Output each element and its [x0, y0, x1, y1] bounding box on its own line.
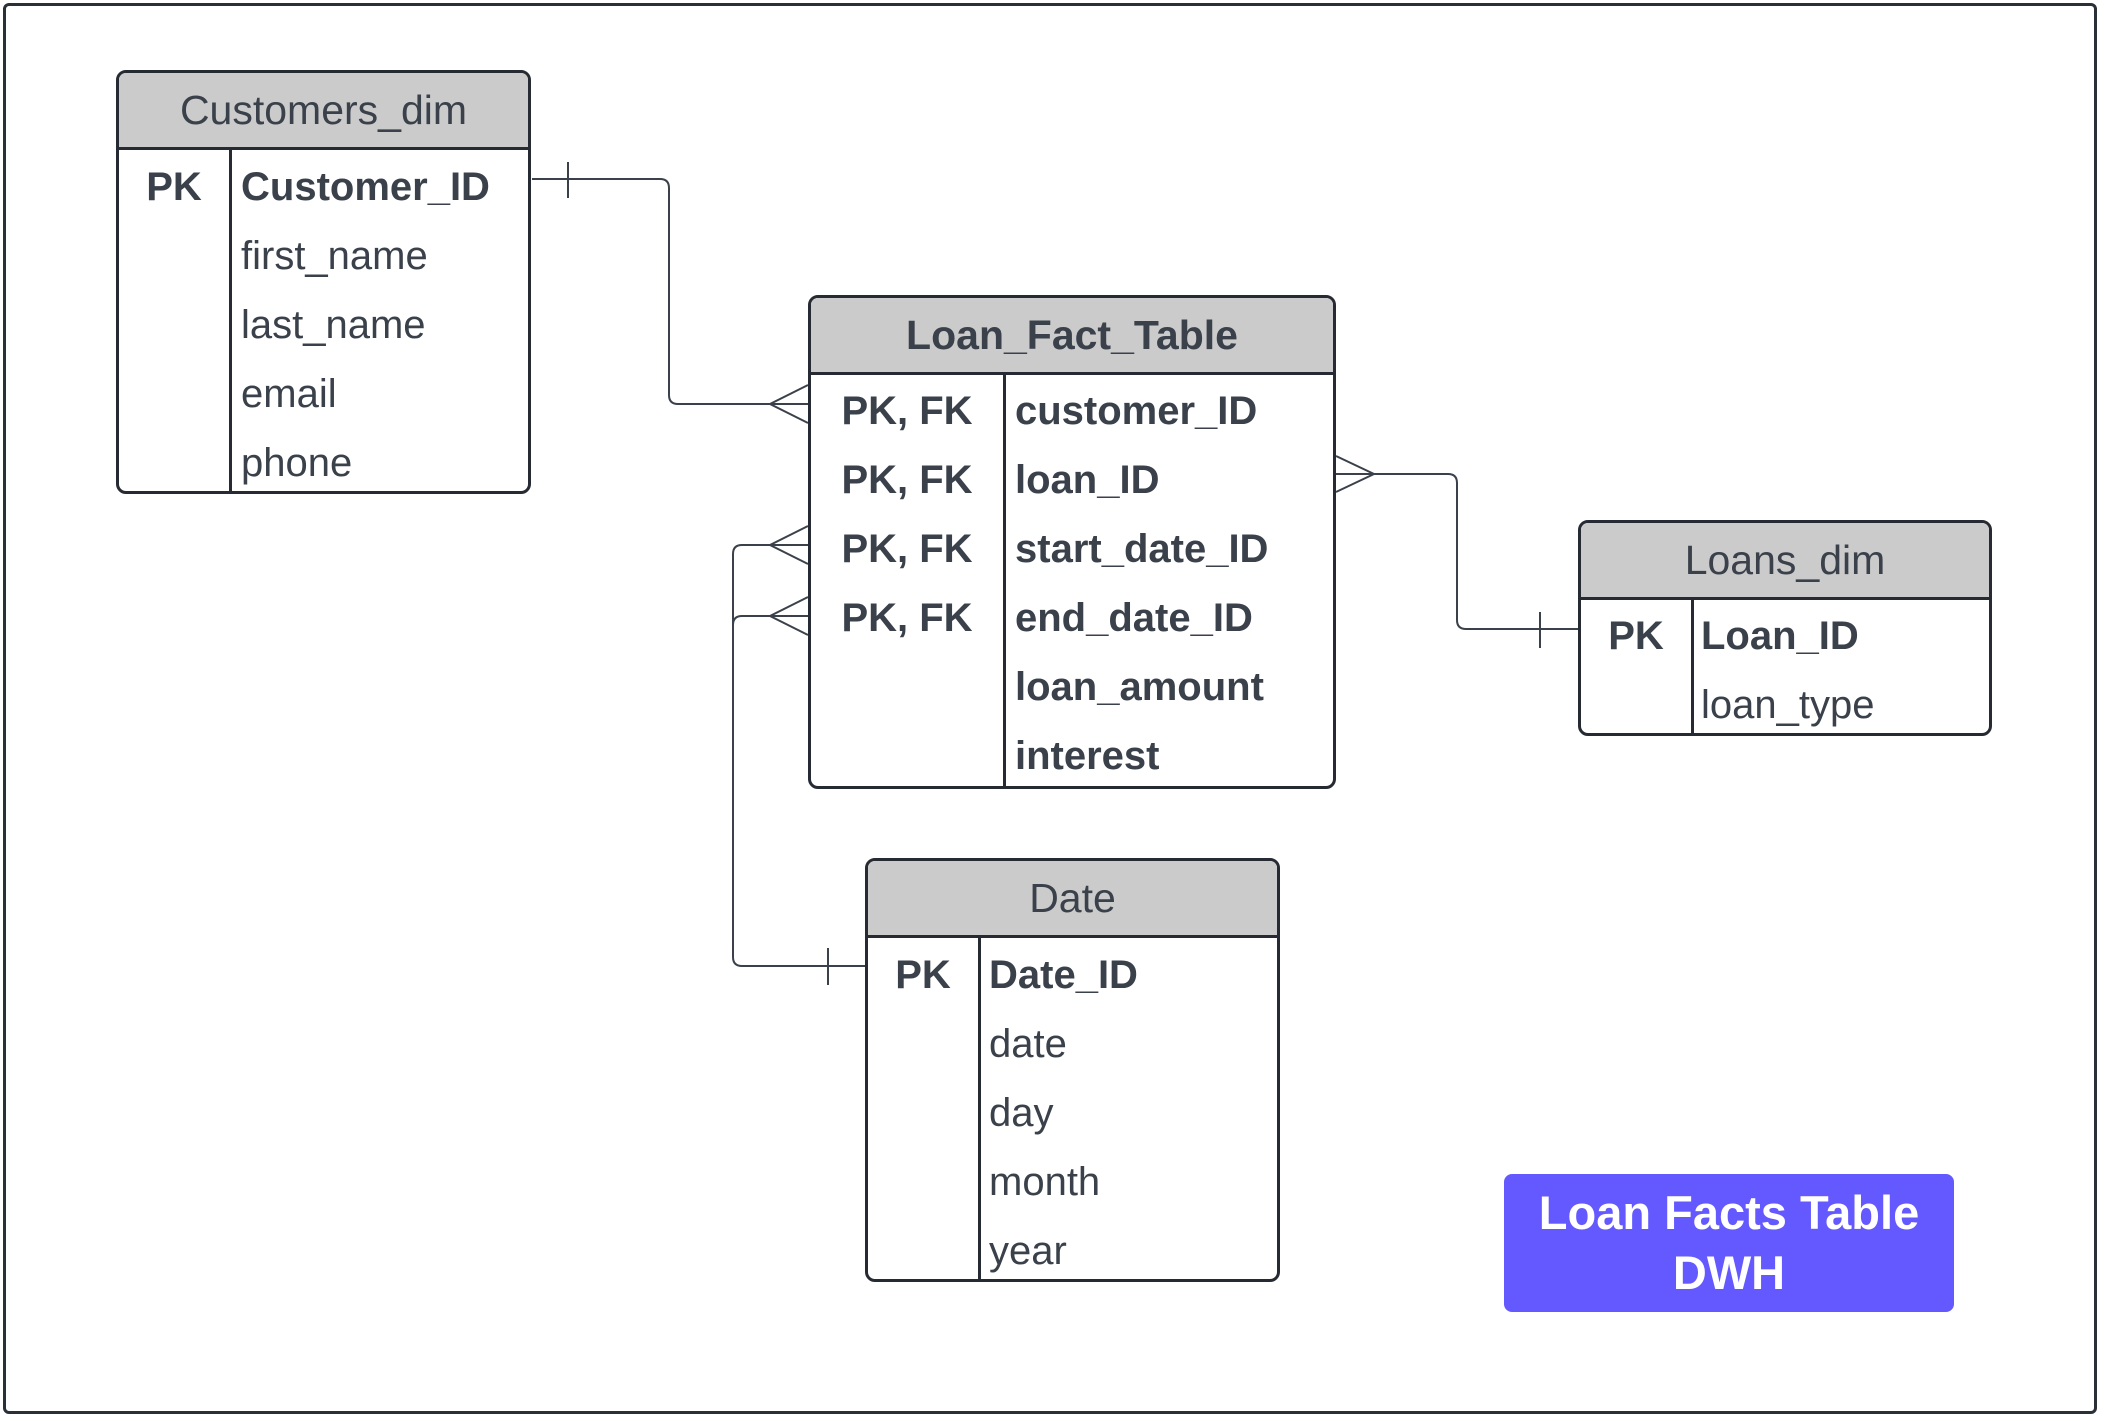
field-row[interactable]: loan_amount: [811, 653, 1333, 722]
link-fact-to-loans: [1336, 473, 1580, 630]
key-label: [868, 1148, 978, 1217]
entity-loans-dim[interactable]: Loans_dim PK Loan_ID loan_type: [1578, 520, 1992, 736]
field-row[interactable]: PK, FK end_date_ID: [811, 584, 1333, 653]
entity-title: Loans_dim: [1684, 536, 1886, 583]
entity-title: Loan_Fact_Table: [906, 311, 1238, 358]
key-label: PK: [895, 953, 951, 997]
column-divider: [1691, 600, 1694, 733]
link-date-to-start-date: [732, 544, 866, 967]
column-divider: [229, 150, 232, 491]
entity-title: Customers_dim: [179, 86, 468, 133]
field-row[interactable]: first_name: [119, 222, 528, 291]
key-label: [868, 1217, 978, 1279]
field-row[interactable]: PK, FK loan_ID: [811, 446, 1333, 515]
field-name: email: [241, 372, 337, 416]
key-label: [119, 429, 229, 491]
link-customer-to-fact: [532, 178, 808, 405]
badge-line-2: DWH: [1672, 1246, 1786, 1299]
many-marker-loans: [1335, 455, 1377, 493]
key-label: [868, 1079, 978, 1148]
field-row[interactable]: date: [868, 1010, 1277, 1079]
field-name: loan_ID: [1015, 458, 1160, 502]
entity-header: Loan_Fact_Table: [811, 298, 1333, 375]
key-label: PK, FK: [841, 458, 973, 502]
key-label: [1581, 671, 1691, 733]
entity-date-dim[interactable]: Date PK Date_ID date day month year: [865, 858, 1280, 1282]
field-name: customer_ID: [1015, 389, 1258, 433]
entity-customers-dim[interactable]: Customers_dim PK Customer_ID first_name …: [116, 70, 531, 494]
field-name: phone: [241, 441, 353, 485]
key-label: [119, 291, 229, 360]
field-row[interactable]: loan_type: [1581, 671, 1989, 733]
entity-title: Date: [1029, 874, 1116, 921]
field-row[interactable]: PK Date_ID: [868, 941, 1277, 1010]
entity-loan-fact-table[interactable]: Loan_Fact_Table PK, FK customer_ID PK, F…: [808, 295, 1336, 789]
key-label: PK, FK: [841, 596, 973, 640]
field-name: loan_type: [1701, 683, 1875, 727]
field-row[interactable]: day: [868, 1079, 1277, 1148]
key-label: [868, 1010, 978, 1079]
field-name: month: [989, 1160, 1101, 1204]
field-row[interactable]: year: [868, 1217, 1277, 1279]
field-name: interest: [1015, 734, 1160, 778]
key-label: [811, 653, 1003, 722]
key-label: [811, 722, 1003, 786]
many-marker-start-date: [767, 525, 809, 565]
column-divider: [1003, 375, 1006, 786]
key-label: PK: [146, 165, 202, 209]
field-row[interactable]: last_name: [119, 291, 528, 360]
field-name: day: [989, 1091, 1054, 1135]
key-label: PK, FK: [841, 527, 973, 571]
field-name: first_name: [241, 234, 428, 278]
entity-header: Customers_dim: [119, 73, 528, 150]
badge-line-1: Loan Facts Table: [1538, 1186, 1920, 1239]
field-row[interactable]: PK Loan_ID: [1581, 602, 1989, 671]
field-name: loan_amount: [1015, 665, 1264, 709]
field-name: end_date_ID: [1015, 596, 1253, 640]
entity-header: Loans_dim: [1581, 523, 1989, 600]
key-label: PK, FK: [841, 389, 973, 433]
column-divider: [978, 938, 981, 1279]
many-marker-end-date: [767, 596, 809, 636]
field-name: Customer_ID: [241, 165, 490, 209]
field-name: year: [989, 1229, 1067, 1273]
field-name: Loan_ID: [1701, 614, 1859, 658]
many-marker-customer: [767, 384, 809, 424]
link-date-to-end-date: [732, 615, 808, 626]
field-name: Date_ID: [989, 953, 1138, 997]
field-name: start_date_ID: [1015, 527, 1269, 571]
field-row[interactable]: phone: [119, 429, 528, 491]
field-row[interactable]: PK, FK start_date_ID: [811, 515, 1333, 584]
entity-header: Date: [868, 861, 1277, 938]
diagram-title-badge[interactable]: Loan Facts Table DWH: [1504, 1174, 1954, 1312]
field-row[interactable]: PK, FK customer_ID: [811, 377, 1333, 446]
field-name: last_name: [241, 303, 426, 347]
field-row[interactable]: interest: [811, 722, 1333, 786]
key-label: [119, 222, 229, 291]
key-label: PK: [1608, 614, 1664, 658]
field-row[interactable]: PK Customer_ID: [119, 153, 528, 222]
field-row[interactable]: email: [119, 360, 528, 429]
field-name: date: [989, 1022, 1067, 1066]
key-label: [119, 360, 229, 429]
field-row[interactable]: month: [868, 1148, 1277, 1217]
